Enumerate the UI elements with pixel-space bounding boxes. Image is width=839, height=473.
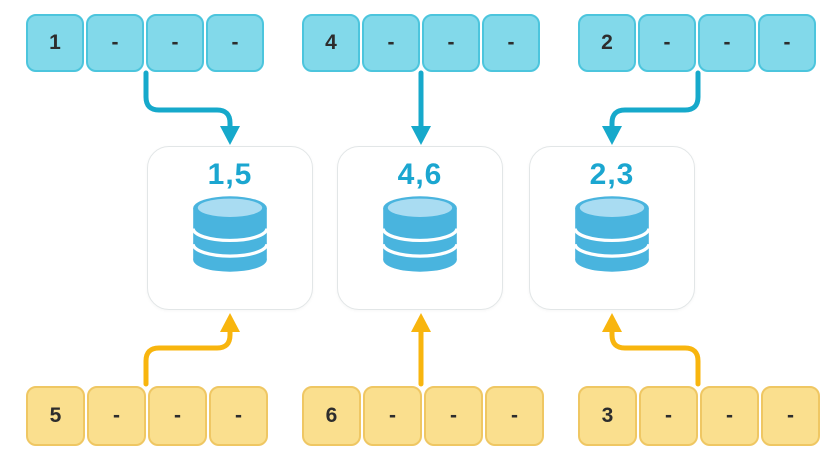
yellow-arrow-1 <box>143 313 240 387</box>
cell: - <box>148 386 207 446</box>
cell: - <box>698 14 756 72</box>
shard-keys-label: 1,5 <box>207 158 253 191</box>
cell: - <box>86 14 144 72</box>
top-row-2: 4 - - - <box>302 14 540 72</box>
cell: - <box>638 14 696 72</box>
shard-keys-label: 4,6 <box>397 158 443 191</box>
arrowhead-up-icon <box>220 313 240 332</box>
cell: - <box>146 14 204 72</box>
cell: 1 <box>26 14 84 72</box>
cell: - <box>639 386 698 446</box>
top-row-3: 2 - - - <box>578 14 816 72</box>
arrowhead-down-icon <box>411 126 431 145</box>
database-icon <box>191 196 269 272</box>
arrowhead-down-icon <box>220 126 240 145</box>
database-card-3: 2,3 <box>529 146 695 310</box>
cyan-arrow-1 <box>143 70 240 145</box>
cell: 4 <box>302 14 360 72</box>
shard-keys-label: 2,3 <box>589 158 635 191</box>
cell: - <box>209 386 268 446</box>
cell: - <box>363 386 422 446</box>
bottom-row-2: 6 - - - <box>302 386 544 446</box>
database-icon <box>381 196 459 272</box>
cell: - <box>758 14 816 72</box>
bottom-row-3: 3 - - - <box>578 386 820 446</box>
cell: - <box>87 386 146 446</box>
cell: - <box>424 386 483 446</box>
cell: - <box>206 14 264 72</box>
database-card-1: 1,5 <box>147 146 313 310</box>
cell: - <box>485 386 544 446</box>
cyan-arrow-3 <box>602 70 701 145</box>
cell: - <box>700 386 759 446</box>
cell: - <box>482 14 540 72</box>
database-card-2: 4,6 <box>337 146 503 310</box>
database-icon <box>573 196 651 272</box>
cell: 2 <box>578 14 636 72</box>
cell: - <box>761 386 820 446</box>
cell: - <box>362 14 420 72</box>
cyan-arrow-2 <box>411 70 431 145</box>
top-row-1: 1 - - - <box>26 14 264 72</box>
cell: - <box>422 14 480 72</box>
arrowhead-up-icon <box>411 313 431 332</box>
arrowhead-up-icon <box>602 313 622 332</box>
cell: 5 <box>26 386 85 446</box>
bottom-row-1: 5 - - - <box>26 386 268 446</box>
yellow-arrow-3 <box>602 313 701 387</box>
cell: 3 <box>578 386 637 446</box>
arrowhead-down-icon <box>602 126 622 145</box>
yellow-arrow-2 <box>411 313 431 387</box>
cell: 6 <box>302 386 361 446</box>
